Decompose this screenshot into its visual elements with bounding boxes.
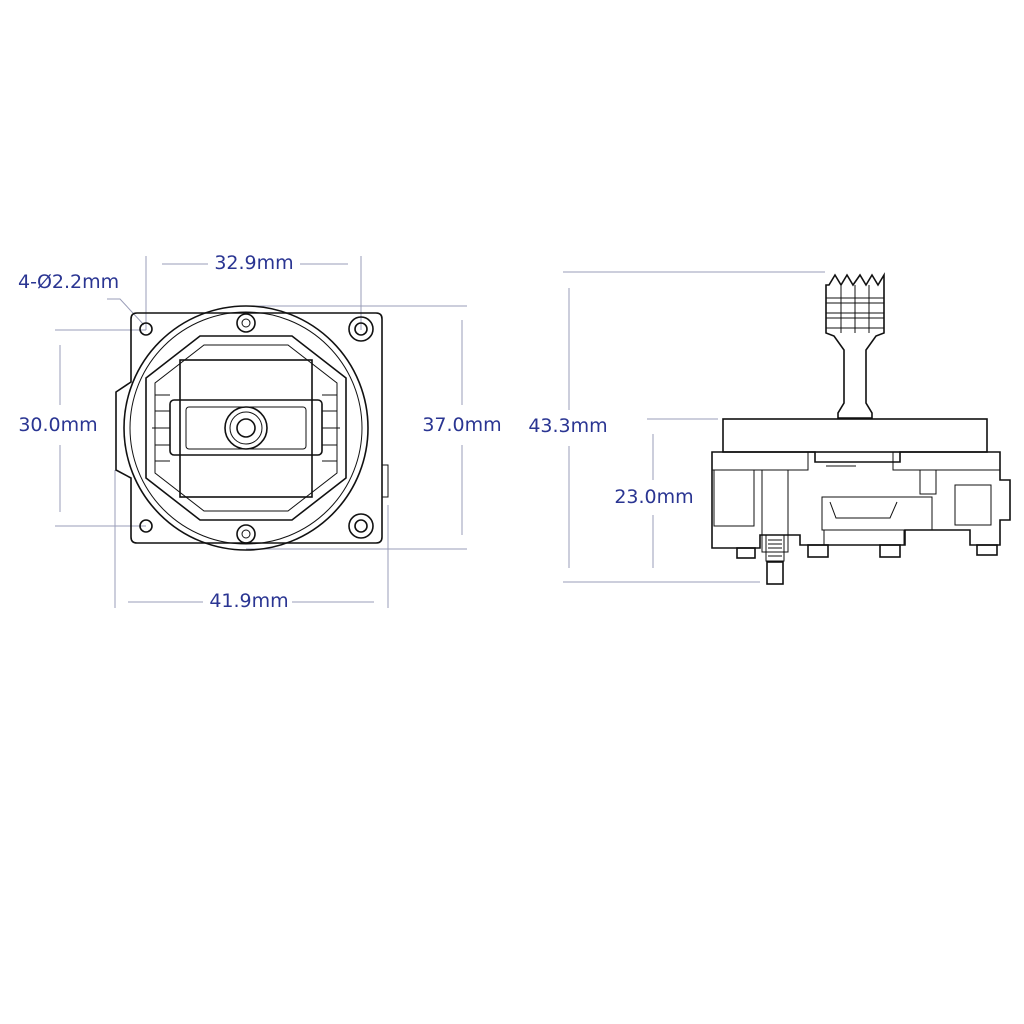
mounting-holes — [139, 313, 374, 544]
front-view: 32.9mm 4-Ø2.2mm 30.0mm 37.0mm 41.9mm — [18, 252, 502, 612]
front-dimension-lines — [55, 256, 467, 608]
mounting-hole-icon — [348, 513, 374, 539]
dim-label-37-0: 37.0mm — [422, 414, 501, 436]
mounting-hole-icon — [348, 316, 374, 342]
side-labels: 43.3mm 23.0mm — [528, 415, 693, 508]
dim-label-hole-callout: 4-Ø2.2mm — [18, 271, 119, 293]
gimbal-side-outline — [711, 272, 1011, 585]
front-labels: 32.9mm 4-Ø2.2mm 30.0mm 37.0mm 41.9mm — [18, 252, 502, 612]
mounting-hole-icon — [139, 322, 153, 336]
dim-label-43-3: 43.3mm — [528, 415, 607, 437]
spring-icon — [765, 534, 785, 562]
gimbal-front-outline — [115, 305, 389, 551]
dim-label-23-0: 23.0mm — [614, 486, 693, 508]
dim-label-30-0: 30.0mm — [18, 414, 97, 436]
mounting-hole-icon — [139, 519, 153, 533]
side-dimension-lines — [563, 271, 825, 583]
dim-label-41-9: 41.9mm — [209, 590, 288, 612]
dim-label-32-9: 32.9mm — [214, 252, 293, 274]
side-view: 43.3mm 23.0mm — [528, 271, 1011, 585]
